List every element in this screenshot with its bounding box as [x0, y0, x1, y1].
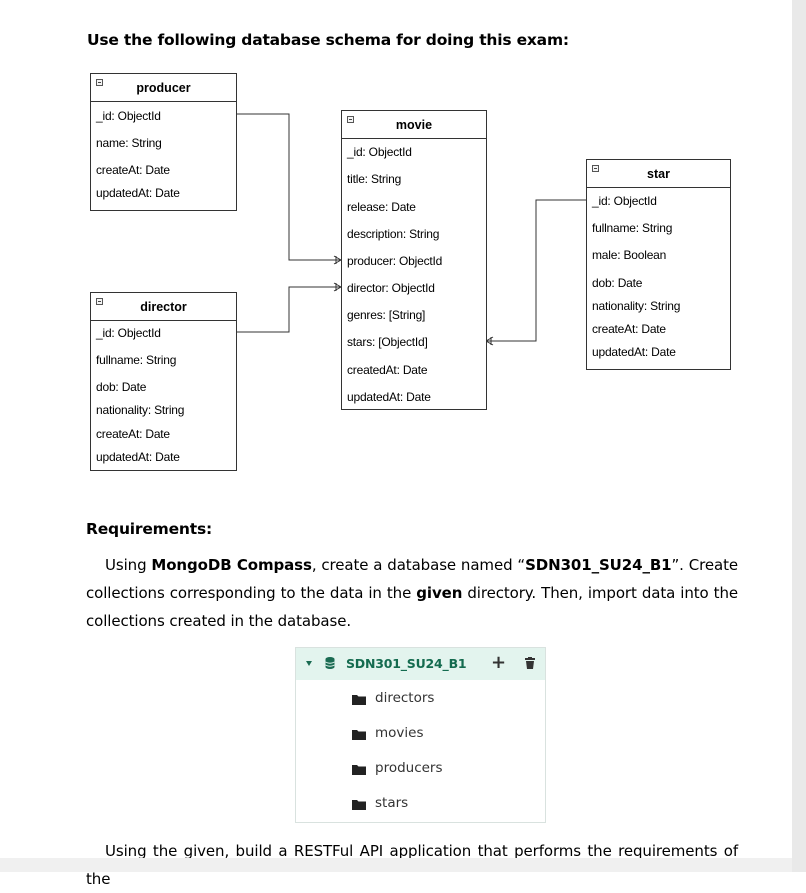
requirements-paragraph-1: Using MongoDB Compass, create a database…: [86, 551, 738, 635]
field: nationality: String: [96, 403, 185, 417]
field: updatedAt: Date: [592, 345, 676, 359]
p1-text-3: ”. Create collections corresponding to t…: [86, 556, 738, 602]
compass-db-tree: SDN301_SU24_B1 + directors movies produc…: [295, 647, 546, 823]
p1-bold-compass: MongoDB Compass: [151, 556, 312, 574]
relationship-lines: [236, 113, 586, 346]
field: dob: Date: [96, 380, 147, 394]
folder-icon: [352, 800, 366, 810]
vertical-scrollbar[interactable]: [792, 0, 806, 872]
trash-icon[interactable]: [525, 657, 535, 669]
field: release: Date: [347, 200, 416, 214]
p1-bold-given: given: [416, 584, 463, 602]
folder-icon: [352, 730, 366, 740]
field: genres: [String]: [347, 308, 426, 322]
field: _id: ObjectId: [592, 194, 657, 208]
entity-title: producer: [136, 81, 191, 95]
field: producer: ObjectId: [347, 254, 443, 268]
p1-text-2: , create a database named “: [311, 556, 526, 574]
minus-square-icon[interactable]: [96, 79, 103, 86]
field: updatedAt: Date: [347, 390, 431, 404]
collection-name[interactable]: producers: [375, 760, 443, 776]
entity-header: director: [91, 293, 236, 321]
entity-title: star: [647, 167, 670, 181]
plus-icon[interactable]: +: [491, 652, 507, 673]
entity-star: star _id: ObjectId fullname: String male…: [586, 159, 731, 370]
field: _id: ObjectId: [347, 145, 412, 159]
folder-icon: [352, 695, 366, 705]
minus-square-icon[interactable]: [347, 116, 354, 123]
folder-icon: [352, 765, 366, 775]
field: director: ObjectId: [347, 281, 435, 295]
field: createdAt: Date: [347, 363, 428, 377]
entity-title: movie: [395, 118, 433, 132]
database-icon: [325, 657, 335, 669]
field: nationality: String: [592, 299, 681, 313]
entity-producer: producer _id: ObjectId name: String crea…: [90, 73, 237, 211]
line-director-movie: [236, 286, 341, 333]
p1-bold-dbname: SDN301_SU24_B1: [525, 556, 672, 574]
entity-header: movie: [342, 111, 486, 139]
field: updatedAt: Date: [96, 450, 180, 464]
field: createAt: Date: [96, 163, 170, 177]
database-name[interactable]: SDN301_SU24_B1: [346, 656, 467, 671]
collection-name[interactable]: movies: [375, 725, 424, 741]
p1-text-1: Using: [105, 556, 152, 574]
entity-header: star: [587, 160, 730, 188]
field: fullname: String: [96, 353, 177, 367]
collection-name[interactable]: directors: [375, 690, 435, 706]
line-producer-movie: [236, 113, 341, 261]
minus-square-icon[interactable]: [96, 298, 103, 305]
line-star-movie: [486, 199, 586, 342]
entity-header: producer: [91, 74, 236, 102]
schema-heading: Use the following database schema for do…: [87, 31, 569, 49]
field: description: String: [347, 227, 440, 241]
entity-movie: movie _id: ObjectId title: String releas…: [341, 110, 487, 410]
database-row[interactable]: SDN301_SU24_B1 +: [296, 648, 545, 680]
entity-director: director _id: ObjectId fullname: String …: [90, 292, 237, 471]
field: _id: ObjectId: [96, 326, 161, 340]
horizontal-scrollbar[interactable]: [0, 858, 792, 872]
field: _id: ObjectId: [96, 109, 161, 123]
field: dob: Date: [592, 276, 643, 290]
requirements-title: Requirements:: [86, 520, 212, 538]
entity-title: director: [140, 300, 187, 314]
field: name: String: [96, 136, 162, 150]
field: stars: [ObjectId]: [347, 335, 428, 349]
field: title: String: [347, 172, 402, 186]
minus-square-icon[interactable]: [592, 165, 599, 172]
collection-name[interactable]: stars: [375, 795, 409, 811]
field: createAt: Date: [96, 427, 170, 441]
field: fullname: String: [592, 221, 673, 235]
field: updatedAt: Date: [96, 186, 180, 200]
field: createAt: Date: [592, 322, 666, 336]
field: male: Boolean: [592, 248, 667, 262]
caret-down-icon[interactable]: [306, 661, 312, 666]
p1-text-4: directory. Then, import data into the co…: [86, 584, 738, 630]
